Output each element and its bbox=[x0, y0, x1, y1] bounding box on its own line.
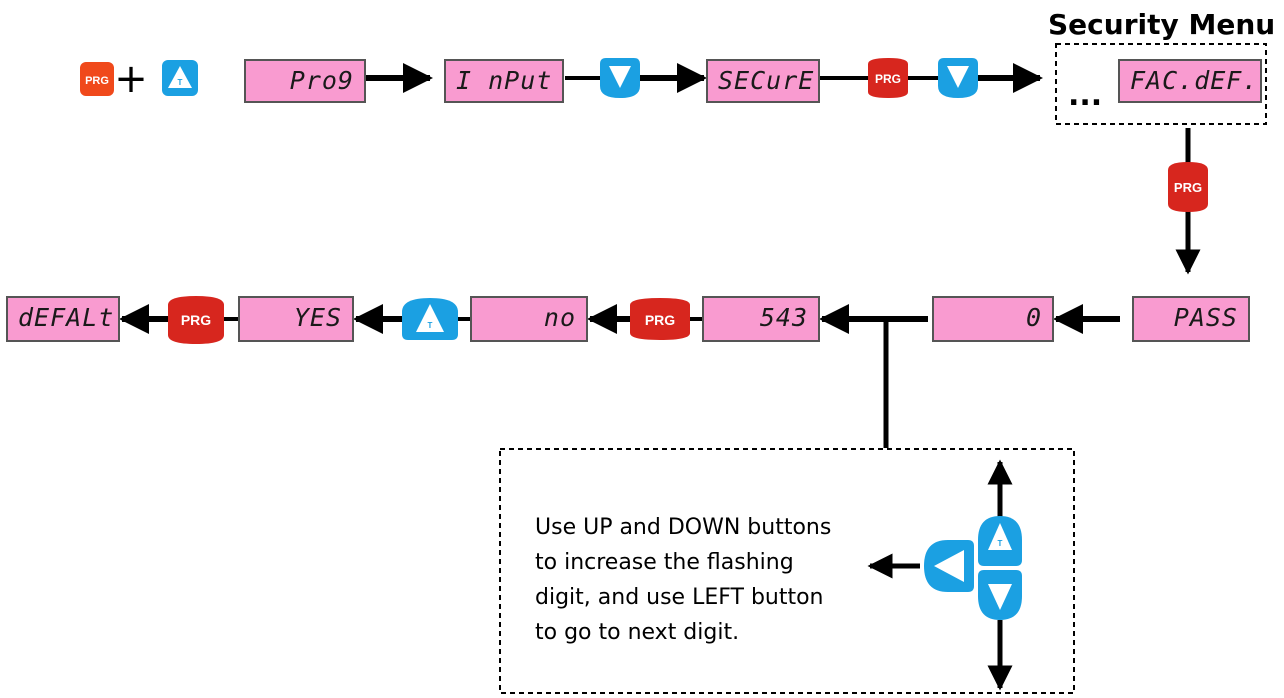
page-title: Security Menu bbox=[1048, 8, 1276, 41]
left-button-icon bbox=[924, 540, 974, 592]
display-code: 543 bbox=[702, 296, 820, 342]
prg-button-icon: PRG bbox=[80, 62, 114, 96]
down-button-icon bbox=[938, 58, 978, 98]
instruction-text: Use UP and DOWN buttons to increase the … bbox=[535, 510, 865, 650]
instruction-line: Use UP and DOWN buttons bbox=[535, 515, 832, 540]
instruction-line: to increase the flashing bbox=[535, 550, 794, 575]
instruction-line: to go to next digit. bbox=[535, 620, 740, 645]
display-no: no bbox=[470, 296, 588, 342]
svg-text:PRG: PRG bbox=[85, 75, 109, 87]
svg-text:PRG: PRG bbox=[1174, 180, 1202, 195]
prg-button-icon: PRG bbox=[1168, 162, 1208, 212]
prg-button-icon: PRG bbox=[168, 296, 224, 344]
up-button-icon: T bbox=[162, 60, 198, 96]
svg-text:T: T bbox=[428, 321, 433, 330]
display-default: dEFALt bbox=[6, 296, 120, 342]
display-input: I nPut bbox=[444, 59, 564, 103]
security-menu-box bbox=[1055, 43, 1267, 125]
display-secure: SECurE bbox=[706, 59, 820, 103]
down-button-icon bbox=[978, 570, 1022, 620]
svg-text:T: T bbox=[998, 539, 1003, 548]
up-button-icon: T bbox=[978, 516, 1022, 566]
instruction-box bbox=[499, 448, 1075, 694]
up-button-icon: T bbox=[402, 298, 458, 340]
down-button-icon bbox=[600, 58, 640, 98]
prg-button-icon: PRG bbox=[630, 298, 690, 340]
svg-text:PRG: PRG bbox=[645, 312, 675, 328]
display-zero: 0 bbox=[932, 296, 1054, 342]
ellipsis: ... bbox=[1068, 78, 1103, 113]
svg-text:T: T bbox=[178, 78, 183, 87]
plus-sign: + bbox=[114, 56, 148, 102]
instruction-line: digit, and use LEFT button bbox=[535, 585, 824, 610]
prg-button-icon: PRG bbox=[868, 58, 908, 98]
svg-text:PRG: PRG bbox=[181, 312, 211, 328]
svg-text:PRG: PRG bbox=[875, 72, 901, 86]
display-yes: YES bbox=[238, 296, 354, 342]
display-fac-def: FAC.dEF. bbox=[1118, 59, 1262, 103]
display-pass: PASS bbox=[1132, 296, 1250, 342]
display-prog: Pro9 bbox=[244, 59, 366, 103]
